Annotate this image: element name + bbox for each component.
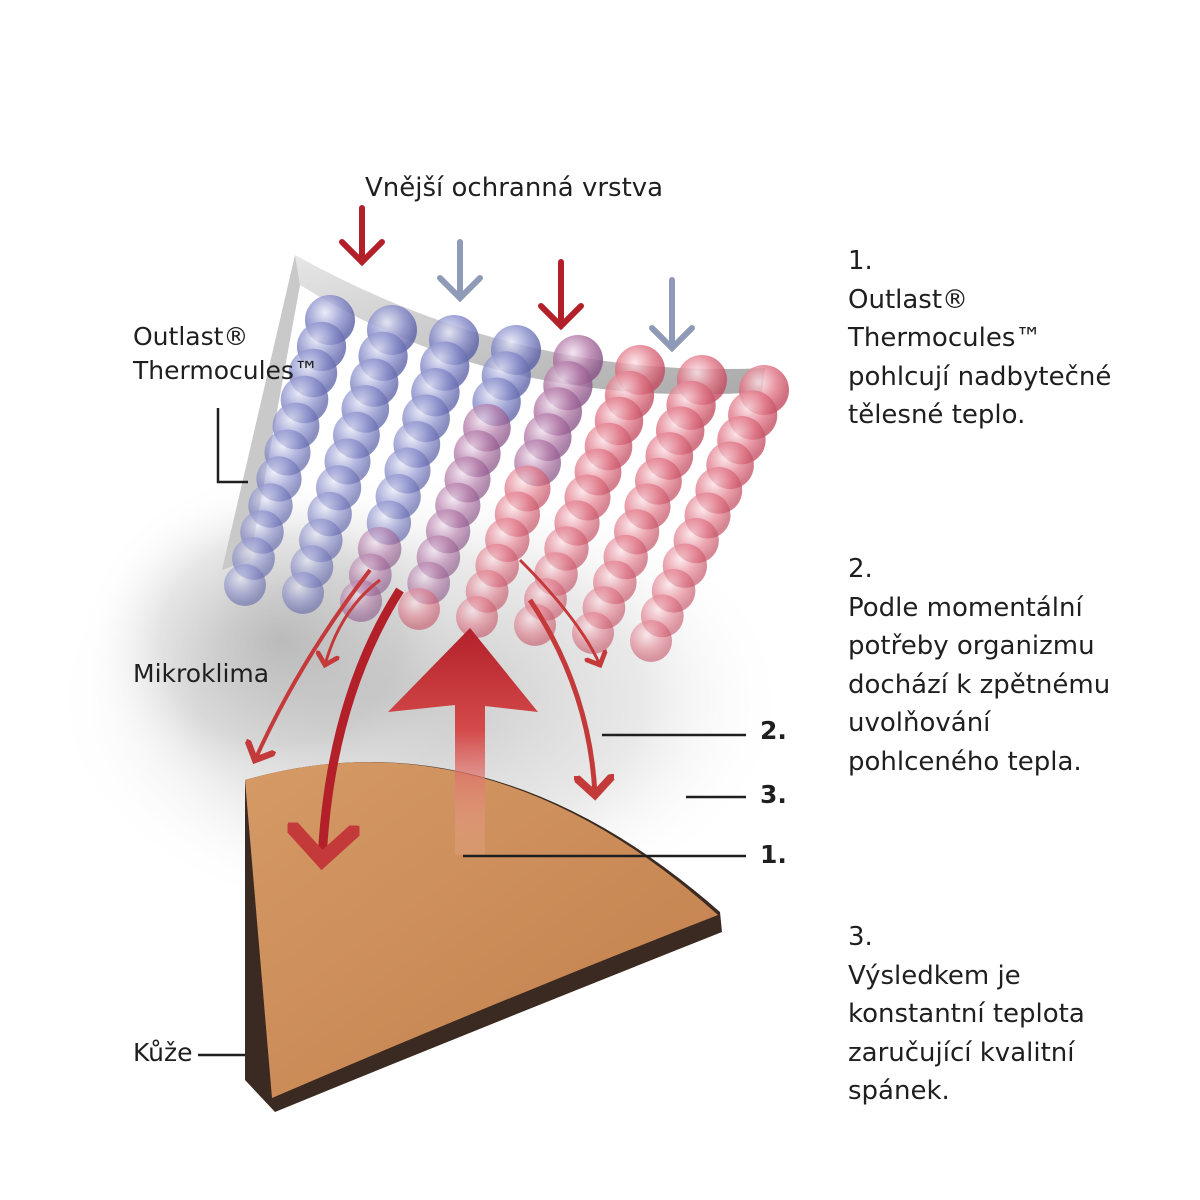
- thermocules-leader: [216, 408, 248, 484]
- step-line: dochází k zpětnému: [848, 669, 1111, 700]
- marker-1: 1.: [760, 840, 787, 869]
- incoming-arrow-cool: [437, 239, 483, 303]
- thermocule-bead: [514, 604, 556, 646]
- kuze-label: Kůže: [133, 1038, 193, 1067]
- step-1-description: 1. Outlast® Thermocules™ pohlcují nadbyt…: [848, 242, 1111, 435]
- step-line: zaručující kvalitní: [848, 1037, 1075, 1068]
- step-number: 2.: [848, 554, 873, 584]
- step-number: 1.: [848, 246, 873, 276]
- thermocule-bead: [456, 596, 498, 638]
- release-arrow-small: [325, 578, 381, 665]
- step-line: Podle momentální: [848, 592, 1083, 623]
- mikroklima-label: Mikroklima: [133, 659, 270, 688]
- thermocule-bead: [630, 620, 672, 662]
- step-line: spánek.: [848, 1076, 950, 1106]
- step-line: tělesné teplo.: [848, 400, 1026, 430]
- step-number: 3.: [848, 922, 873, 952]
- step-line: Výsledkem je: [848, 960, 1021, 991]
- incoming-arrow-cool: [649, 277, 695, 353]
- marker-2: 2.: [760, 716, 787, 745]
- thermocule-bead: [398, 588, 440, 630]
- release-arrow-right: [518, 558, 600, 665]
- thermocule-bead: [282, 572, 324, 614]
- release-arrow-left: [255, 568, 372, 760]
- marker-3: 3.: [760, 780, 787, 809]
- incoming-arrow-warm: [538, 259, 584, 331]
- thermocule-bead: [224, 564, 266, 606]
- step-line: pohlcují nadbytečné: [848, 361, 1112, 392]
- step-2-description: 2. Podle momentální potřeby organizmu do…: [848, 550, 1110, 781]
- absorb-arrow-up: [388, 628, 538, 855]
- skin-layer: [245, 762, 718, 1098]
- thermocules-label-line1: Outlast®: [133, 322, 249, 351]
- step-line: Thermocules™: [848, 323, 1042, 353]
- thermocule-bead: [572, 612, 614, 654]
- outer-layer-label: Vnější ochranná vrstva: [365, 173, 664, 203]
- step-line: potřeby organizmu: [848, 631, 1095, 661]
- step-3-description: 3. Výsledkem je konstantní teplota zaruč…: [848, 918, 1085, 1111]
- outer-layer-side: [222, 255, 300, 570]
- step-line: pohlceného tepla.: [848, 746, 1082, 777]
- release-arrow-right-2: [527, 598, 595, 795]
- step-line: Outlast®: [848, 284, 969, 315]
- step-line: uvolňování: [848, 708, 991, 738]
- release-arrow-left-2: [322, 587, 404, 860]
- step-line: konstantní teplota: [848, 999, 1085, 1029]
- thermocule-beads: [224, 295, 789, 662]
- thermocules-label-line2: Thermocules™: [133, 356, 319, 385]
- incoming-arrow-warm: [339, 205, 385, 267]
